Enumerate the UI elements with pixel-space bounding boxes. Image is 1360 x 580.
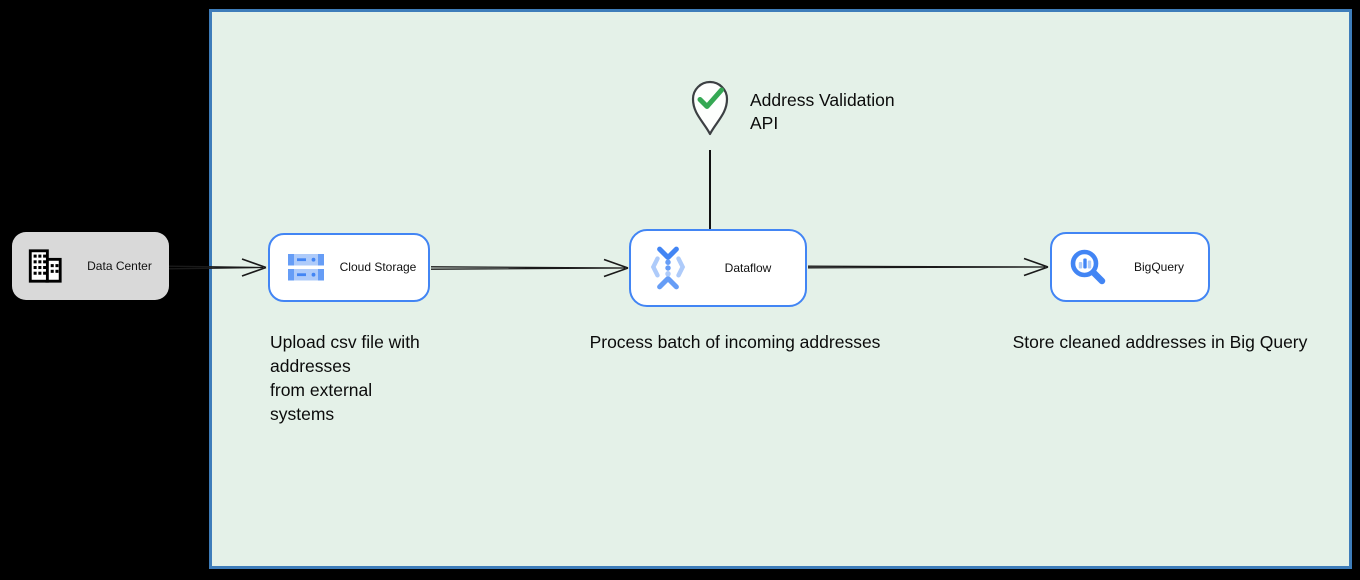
- bigquery-icon: [1070, 249, 1106, 285]
- node-label: Cloud Storage: [339, 260, 417, 275]
- caption-store-cleaned: Store cleaned addresses in Big Query: [1012, 332, 1308, 352]
- caption-upload-csv: Upload csv file with addresses from exte…: [270, 330, 490, 426]
- validation-api-label-line2: API: [750, 113, 779, 133]
- cloud-storage-icon: [288, 254, 324, 281]
- caption-process-batch: Process batch of incoming addresses: [589, 332, 881, 352]
- validation-api-label: Address Validation API: [750, 89, 950, 135]
- caption-line: systems: [270, 404, 335, 424]
- node-bigquery[interactable]: BigQuery: [1050, 232, 1210, 302]
- node-cloud-storage[interactable]: Cloud Storage: [268, 233, 430, 302]
- node-label: Data Center: [87, 259, 152, 273]
- caption-line: from external: [270, 380, 373, 400]
- node-label: BigQuery: [1133, 259, 1185, 274]
- caption-line: Upload csv file with: [270, 332, 420, 352]
- validation-api-label-line1: Address Validation: [750, 90, 895, 110]
- node-data-center[interactable]: Data Center: [12, 232, 169, 300]
- node-dataflow[interactable]: Dataflow: [629, 229, 807, 307]
- caption-line: addresses: [270, 356, 351, 376]
- dataflow-icon: [650, 246, 686, 290]
- node-label: Dataflow: [724, 260, 772, 275]
- building-icon: [28, 249, 62, 283]
